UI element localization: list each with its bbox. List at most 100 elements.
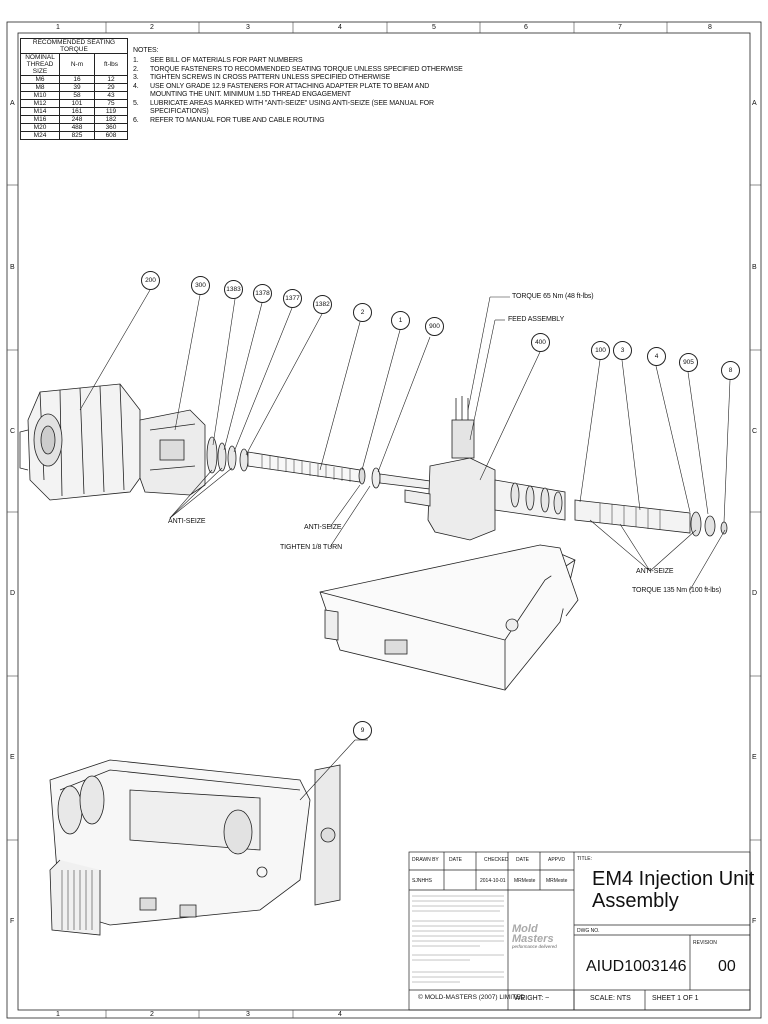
note-text: USE ONLY GRADE 12.9 FASTENERS FOR ATTACH… (150, 82, 430, 90)
tb-dwg-label: DWG NO. (577, 928, 600, 934)
tb-checked: MRMeste (514, 878, 536, 884)
balloon-callout: 1378 (253, 284, 272, 303)
tb-appvd: MRMeste (546, 878, 568, 884)
row-label-d-right: D (752, 590, 757, 597)
torque-cell: 360 (94, 123, 128, 132)
tb-header-checked: CHECKED (484, 857, 509, 863)
col-label-4: 4 (338, 24, 342, 31)
torque-cell: 75 (94, 99, 128, 108)
torque-cell: 608 (94, 131, 128, 140)
callout-tighten: TIGHTEN 1/8 TURN (280, 544, 343, 551)
torque-cell: 182 (94, 115, 128, 124)
tb-weight: WEIGHT: ~ (514, 995, 550, 1002)
mold-masters-logo: Mold Masters performance delivered (512, 924, 568, 954)
col-label-1-bottom: 1 (56, 1011, 60, 1018)
col-label-5: 5 (432, 24, 436, 31)
col-label-4-bottom: 4 (338, 1011, 342, 1018)
drawing-title-line1: EM4 Injection Unit (592, 868, 755, 890)
torque-cell: M8 (20, 83, 60, 92)
col-label-8: 8 (708, 24, 712, 31)
drawing-title: EM4 Injection Unit Assembly (592, 868, 754, 912)
tb-sheet: SHEET 1 OF 1 (652, 995, 699, 1002)
note-number: 1. (133, 57, 139, 64)
balloon-callout: 200 (141, 271, 160, 290)
header-thread-size: NOMINAL THREAD SIZE (20, 53, 60, 76)
note-number: 5. (133, 99, 139, 107)
callout-anti-seize-left: ANTI-SEIZE (168, 518, 206, 525)
balloon-callout: 4 (647, 347, 666, 366)
beam-drawing (319, 544, 579, 691)
torque-cell: M12 (20, 99, 60, 108)
torque-cell: M6 (20, 75, 60, 84)
col-label-2-bottom: 2 (150, 1011, 154, 1018)
torque-cell: 101 (59, 99, 95, 108)
logo-line2: Masters (512, 933, 554, 945)
header-ftlbs: ft-lbs (94, 53, 128, 76)
title-block-frame (408, 851, 751, 1011)
row-label-e: E (10, 754, 15, 761)
callout-feed-assembly: FEED ASSEMBLY (508, 316, 565, 323)
balloon-callout: 9 (353, 721, 372, 740)
callout-torque-135: TORQUE 135 Nm (100 ft-lbs) (632, 587, 722, 594)
note-text: REFER TO MANUAL FOR TUBE AND CABLE ROUTI… (150, 116, 325, 124)
balloon-callout: 3 (613, 341, 632, 360)
row-label-d: D (10, 590, 15, 597)
tb-scale: SCALE: NTS (590, 995, 631, 1002)
row-label-b-right: B (752, 264, 757, 271)
row-label-b: B (10, 264, 15, 271)
note-text: TIGHTEN SCREWS IN CROSS PATTERN UNLESS S… (150, 74, 391, 81)
row-label-a-right: A (752, 100, 757, 107)
col-label-1: 1 (56, 24, 60, 31)
torque-cell: 39 (59, 83, 95, 92)
col-label-7: 7 (618, 24, 622, 31)
drawing-number: AIUD1003146 (586, 958, 687, 975)
note-text: SEE BILL OF MATERIALS FOR PART NUMBERS (150, 57, 303, 64)
tb-header-drawn-by: DRAWN BY (412, 857, 439, 863)
balloon-callout: 1 (391, 311, 410, 330)
balloon-callout: 1382 (313, 295, 332, 314)
note-number: 4. (133, 82, 139, 90)
balloon-callout: 100 (591, 341, 610, 360)
leader-lines (79, 289, 731, 801)
logo-tagline: performance delivered (512, 944, 557, 949)
tb-date: 2014-10-01 (480, 878, 506, 884)
torque-cell: 12 (94, 75, 128, 84)
note-text: LUBRICATE AREAS MARKED WITH "ANTI-SEIZE"… (150, 99, 434, 107)
torque-table: RECOMMENDED SEATING TORQUE NOMINAL THREA… (20, 38, 128, 140)
balloon-callout: 2 (353, 303, 372, 322)
header-nm: N-m (59, 53, 95, 76)
note-text: SPECIFICATIONS) (150, 108, 209, 115)
torque-cell: 825 (59, 131, 95, 140)
row-label-c: C (10, 428, 15, 435)
torque-cell: M10 (20, 91, 60, 100)
revision-value: 00 (718, 958, 736, 975)
drawing-title-line2: Assembly (592, 890, 679, 912)
callout-torque-65: TORQUE 65 Nm (48 ft-lbs) (512, 293, 594, 300)
torque-cell: 43 (94, 91, 128, 100)
tb-title-label: TITLE: (577, 856, 593, 862)
balloon-callout: 8 (721, 361, 740, 380)
row-label-a: A (10, 100, 15, 107)
note-number: 6. (133, 116, 139, 124)
fine-print-lines (412, 895, 504, 983)
torque-cell: M20 (20, 123, 60, 132)
row-label-f-right: F (752, 918, 757, 925)
row-label-f: F (10, 918, 15, 925)
torque-cell: 161 (59, 107, 95, 116)
tb-header-appvd: APPVD (548, 857, 565, 863)
torque-table-title: RECOMMENDED SEATING TORQUE (20, 38, 128, 54)
balloon-callout: 900 (425, 317, 444, 336)
balloon-callout: 400 (531, 333, 550, 352)
torque-cell: 488 (59, 123, 95, 132)
balloon-callout: 300 (191, 276, 210, 295)
